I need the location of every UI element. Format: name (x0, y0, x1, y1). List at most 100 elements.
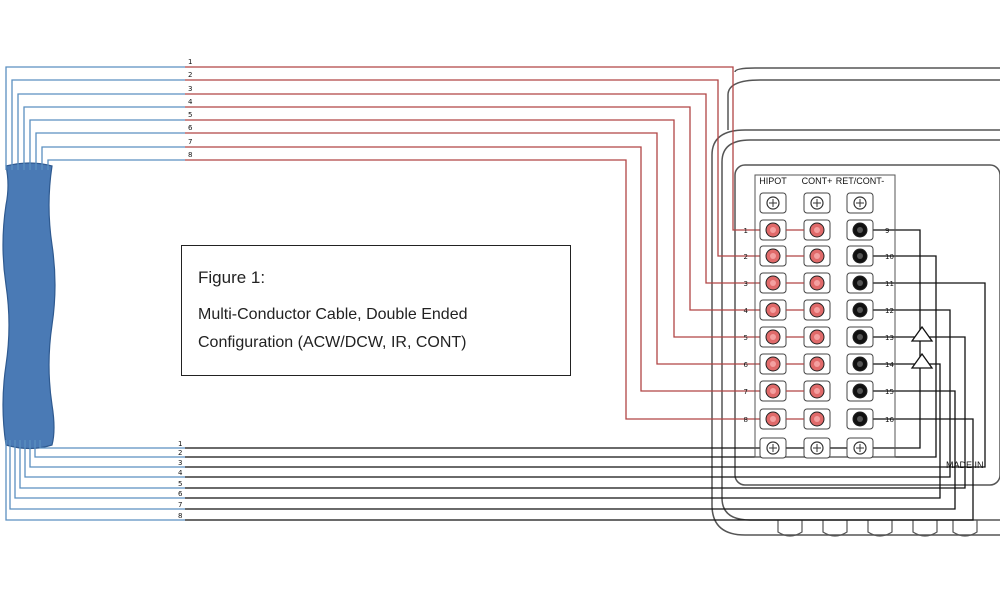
bottom-wire-number: 4 (178, 469, 183, 477)
bottom-wire-blue-segment (24, 440, 185, 478)
bottom-wire-number: 7 (178, 501, 182, 509)
bottom-wire-blue-segment (39, 440, 185, 449)
terminal-jack-core (857, 253, 863, 259)
terminal-jack-core (814, 416, 820, 422)
made-in-label: MADE IN (946, 460, 984, 470)
terminal-jack-core (857, 227, 863, 233)
top-wire-red-segment (185, 146, 760, 392)
bottom-wire-number: 1 (178, 440, 182, 448)
top-wire-red-segment (185, 132, 760, 365)
terminal-number-left: 3 (744, 280, 748, 288)
bottom-wire-number: 2 (178, 449, 182, 457)
terminal-jack-core (770, 307, 776, 313)
top-wire-blue-segment (5, 66, 185, 170)
figure-title: Figure 1: (198, 268, 266, 287)
bottom-wire-number: 6 (178, 490, 183, 498)
terminal-jack-core (857, 416, 863, 422)
terminal-jack-core (814, 253, 820, 259)
top-wire-blue-segment (11, 79, 185, 170)
terminal-number-left: 8 (744, 416, 748, 424)
bottom-wire-blue-segment (5, 440, 185, 521)
terminal-jack-core (770, 280, 776, 286)
terminal-number-right: 10 (885, 253, 894, 261)
instrument-foot (952, 520, 978, 537)
bottom-wire-blue-segment (9, 440, 185, 510)
bottom-wire-black-segment (185, 390, 956, 510)
bottom-wire-number: 8 (178, 512, 182, 520)
terminal-jack-core (857, 361, 863, 367)
top-wire-blue-segment (17, 93, 185, 170)
top-wire-blue-segment (35, 132, 185, 170)
terminal-number-right: 16 (885, 416, 894, 424)
top-wire-blue-segment (41, 146, 185, 170)
figure-caption-line-1: Multi-Conductor Cable, Double Ended (198, 306, 468, 323)
terminal-number-left: 7 (744, 388, 748, 396)
screw-cross-icon (769, 199, 777, 207)
terminal-number-right: 15 (885, 388, 894, 396)
column-header: HIPOT (759, 176, 787, 186)
bottom-wires (5, 229, 986, 521)
column-header: CONT+ (802, 176, 833, 186)
terminal-jack-core (770, 361, 776, 367)
terminal-number-right: 14 (885, 361, 894, 369)
terminal-jack-core (814, 361, 820, 367)
screw-cross-icon (856, 444, 864, 452)
bottom-wire-black-segment (185, 282, 986, 468)
terminal-jack-core (814, 227, 820, 233)
warning-triangle-icon (910, 325, 934, 342)
instrument-foot (867, 520, 893, 537)
bottom-wire-blue-segment (14, 440, 185, 499)
terminal-jack-core (770, 227, 776, 233)
top-wire-red-segment (185, 93, 760, 284)
terminal-number-left: 2 (744, 253, 748, 261)
bottom-wire-number: 5 (178, 480, 182, 488)
terminal-number-right: 9 (885, 227, 889, 235)
bottom-wire-black-segment (185, 418, 974, 521)
warning-triangle-icon (910, 352, 934, 369)
terminal-jack-core (857, 334, 863, 340)
terminal-number-left: 1 (744, 227, 748, 235)
terminal-number-left: 6 (744, 361, 749, 369)
screw-cross-icon (856, 199, 864, 207)
top-wires (5, 66, 760, 420)
instrument-foot (822, 520, 848, 537)
top-wire-red-segment (185, 106, 760, 311)
terminal-jack-core (814, 334, 820, 340)
bottom-wire-blue-segment (34, 440, 185, 458)
top-wire-number: 7 (188, 138, 192, 146)
terminal-number-left: 5 (744, 334, 748, 342)
screw-cross-icon (813, 199, 821, 207)
figure-caption-line-2: Configuration (ACW/DCW, IR, CONT) (198, 334, 467, 351)
top-wire-red-segment (185, 66, 760, 231)
top-wire-red-segment (185, 159, 760, 420)
terminal-number-right: 13 (885, 334, 894, 342)
screw-cross-icon (813, 444, 821, 452)
column-header: RET/CONT- (836, 176, 885, 186)
terminal-number-left: 4 (744, 307, 749, 315)
terminal-jack-core (857, 280, 863, 286)
top-wire-blue-segment (47, 159, 185, 170)
bottom-wire-black-segment (185, 255, 937, 458)
figure-caption-box: Figure 1: Multi-Conductor Cable, Double … (181, 245, 571, 376)
screw-cross-icon (769, 444, 777, 452)
terminal-number-right: 11 (885, 280, 894, 288)
terminal-jack-core (814, 388, 820, 394)
terminal-jack-core (770, 388, 776, 394)
top-wire-number: 2 (188, 71, 192, 79)
instrument-foot (912, 520, 938, 537)
terminal-jack-core (814, 307, 820, 313)
terminal-jack-core (857, 388, 863, 394)
top-wire-number: 6 (188, 124, 193, 132)
terminal-jack-core (770, 253, 776, 259)
instrument-feet (777, 520, 978, 537)
top-wire-number: 8 (188, 151, 192, 159)
cable-body (2, 162, 56, 450)
bottom-wire-blue-segment (19, 440, 185, 489)
top-wire-number: 1 (188, 58, 192, 66)
top-wire-blue-segment (29, 119, 185, 170)
terminal-jack-core (814, 280, 820, 286)
